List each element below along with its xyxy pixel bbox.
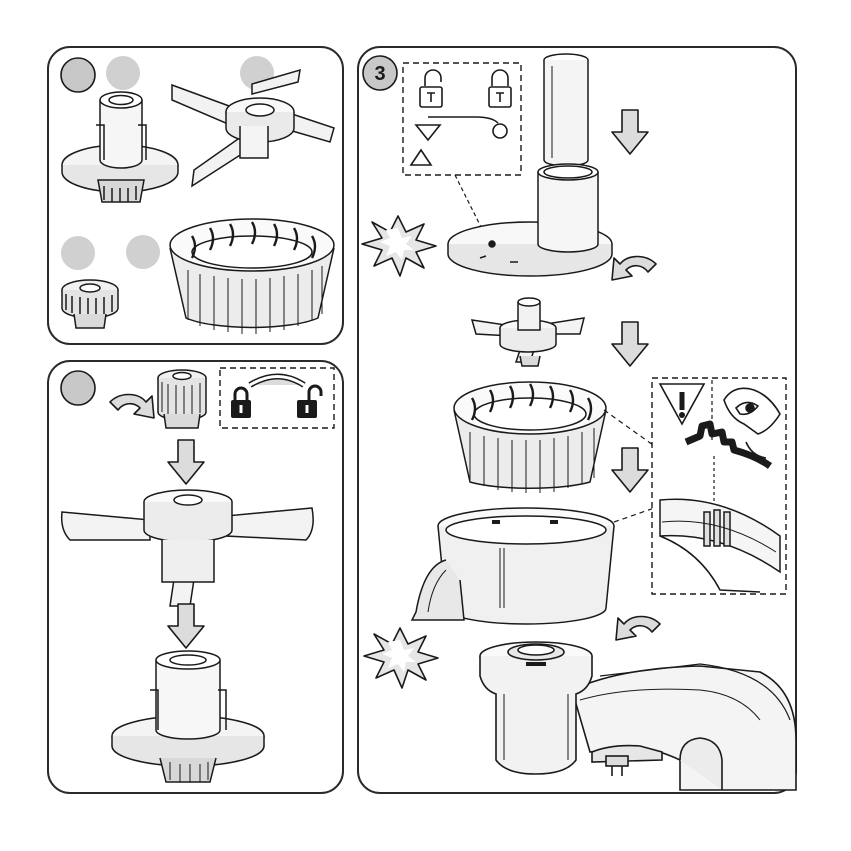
- part-marker-d: [126, 235, 160, 269]
- ribbed-basket-part: [454, 382, 606, 493]
- panel-1: [48, 47, 343, 344]
- panel-3: 3: [358, 47, 796, 793]
- lock-orientation-callout: [403, 63, 521, 175]
- step-number-badge: [61, 371, 95, 405]
- part-marker-a: [106, 56, 140, 90]
- bowl-with-spout-part: [412, 508, 614, 624]
- step-number: 3: [374, 63, 385, 85]
- part-marker-c: [61, 236, 95, 270]
- gear-nut-part: [158, 370, 206, 428]
- step-number-badge: [61, 58, 95, 92]
- lock-unlock-callout: [220, 368, 334, 428]
- warning-detail-callout: [652, 378, 786, 594]
- panel-2: [48, 361, 343, 793]
- pusher-tube-part: [544, 54, 588, 166]
- ribbed-basket-part: [170, 219, 334, 334]
